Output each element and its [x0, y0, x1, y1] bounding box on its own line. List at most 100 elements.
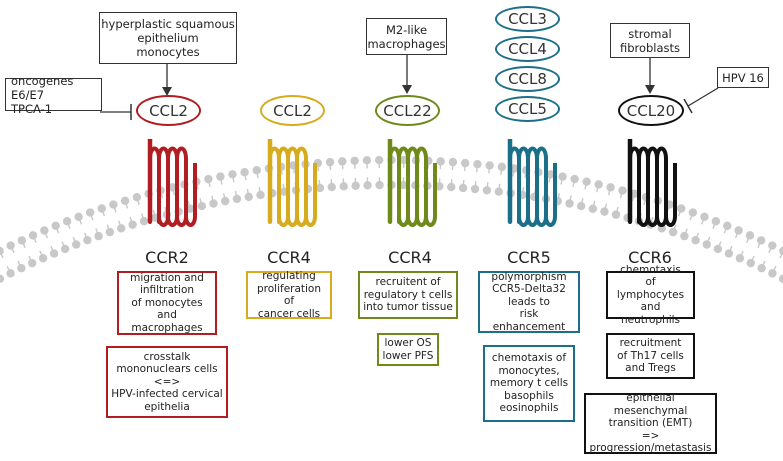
lipid-head — [588, 204, 598, 213]
effect-ccr6-recruitment: recruitment of Th17 cells and Tregs — [606, 333, 695, 379]
lipid-head — [105, 227, 115, 237]
lipid-head — [109, 200, 118, 209]
lipid-head — [204, 174, 213, 184]
lipid-head — [723, 221, 732, 230]
lipid-head — [473, 159, 482, 169]
lipid-head — [185, 204, 195, 213]
lipid-head — [240, 168, 249, 177]
receptor-ccr5 — [507, 139, 557, 227]
lipid-head — [558, 172, 567, 181]
lipid-head — [745, 231, 755, 240]
lipid-head — [768, 269, 777, 278]
lipid-head — [713, 244, 723, 254]
lipid-head — [688, 208, 698, 217]
lipid-head — [51, 221, 60, 230]
effect-ccr2-crosstalk: crosstalk mononuclears cells <=> HPV-inf… — [106, 346, 228, 418]
lipid-head — [448, 157, 458, 167]
lipid-head — [6, 269, 15, 278]
lipid-head — [700, 212, 709, 222]
connectors — [100, 55, 719, 120]
oncogenes-box: oncogenes E6/E7 TPCA-1 — [5, 74, 102, 116]
hpv16-box: HPV 16 — [717, 67, 769, 88]
receptor-helices — [147, 139, 677, 227]
lipid-head — [232, 194, 242, 204]
lipid-head — [327, 182, 336, 192]
helix-loop — [655, 146, 677, 227]
squamous-epithelium-box: hyperplastic squamous epithelium monocyt… — [99, 12, 237, 64]
lipid-head — [576, 201, 586, 211]
lipid-head — [244, 192, 253, 202]
lipid-head — [399, 155, 408, 165]
lipid-head — [757, 263, 766, 273]
lipid-head — [17, 263, 26, 273]
lipid-head — [0, 274, 5, 283]
lipid-head — [611, 210, 621, 219]
hpv-inhibit-bar — [683, 98, 693, 114]
lipid-head — [570, 174, 579, 184]
lipid-head — [128, 220, 137, 229]
ligand-ccl2-ccr2: CCL2 — [136, 95, 201, 126]
lipid-head — [458, 183, 468, 193]
lipid-head — [350, 156, 359, 165]
lipid-head — [117, 224, 126, 233]
lipid-head — [351, 181, 360, 190]
lipid-head — [120, 196, 130, 206]
lipid-head — [315, 183, 325, 193]
lipid-head — [677, 204, 686, 213]
lipid-head — [668, 227, 678, 237]
lipid-head — [565, 199, 574, 208]
stromal-arrowhead — [645, 85, 655, 94]
lipid-head — [17, 236, 27, 245]
lipid-head — [600, 207, 609, 216]
lipid-head — [28, 258, 37, 268]
receptor-label-ccr6: CCR6 — [628, 248, 672, 267]
lipid-head — [375, 180, 384, 190]
lipid-head — [546, 170, 555, 179]
receptor-ccr4-a — [267, 139, 317, 227]
lipid-head — [680, 231, 689, 241]
effect-ccr6-chemotaxis: chemotaxis of lymphocytes and neutrophil… — [606, 264, 695, 326]
receptor-label-ccr4-a: CCR4 — [267, 248, 311, 267]
lipid-head — [74, 212, 83, 222]
lipid-head — [482, 186, 492, 195]
lipid-head — [28, 231, 38, 240]
ligand-ccl2-ccr4: CCL2 — [260, 95, 325, 126]
lipid-head — [399, 180, 408, 190]
lipid-head — [768, 241, 777, 250]
helix-loop — [535, 146, 557, 227]
lipid-head — [756, 236, 766, 245]
stromal-fibroblasts-box: stromal fibroblasts — [610, 23, 690, 58]
receptor-label-ccr2: CCR2 — [145, 248, 189, 267]
m2-macrophages-box: M2-like macrophages — [366, 18, 447, 55]
lipid-head — [83, 236, 92, 245]
ligand-ccl5: CCL5 — [495, 96, 560, 122]
lipid-head — [734, 226, 743, 235]
receptor-ccr2 — [147, 139, 197, 227]
lipid-head — [256, 190, 265, 200]
lipid-head — [252, 166, 261, 175]
receptor-label-ccr5: CCR5 — [507, 248, 551, 267]
lipid-head — [582, 177, 591, 186]
lipid-head — [702, 240, 711, 249]
lipid-head — [60, 244, 70, 254]
lipid-head — [363, 181, 372, 190]
lipid-head — [494, 187, 503, 196]
lipid-head — [338, 157, 347, 166]
m2-arrowhead — [402, 85, 412, 94]
effect-ccr5-chemotaxis: chemotaxis of monocytes, memory t cells … — [483, 345, 575, 422]
lipid-head — [38, 254, 48, 263]
squamous-arrowhead — [162, 87, 172, 96]
ligand-ccl3: CCL3 — [495, 6, 560, 32]
receptor-ccr6 — [627, 139, 677, 227]
receptor-ccr4-b — [387, 139, 437, 227]
lipid-head — [339, 182, 348, 191]
lipid-head — [6, 241, 15, 250]
lipid-head — [779, 246, 783, 256]
helix-loop — [295, 146, 317, 227]
lipid-head — [168, 183, 177, 192]
helix-loop — [415, 146, 437, 227]
lipid-head — [97, 204, 106, 213]
lipid-head — [711, 217, 721, 226]
lipid-head — [0, 246, 4, 256]
